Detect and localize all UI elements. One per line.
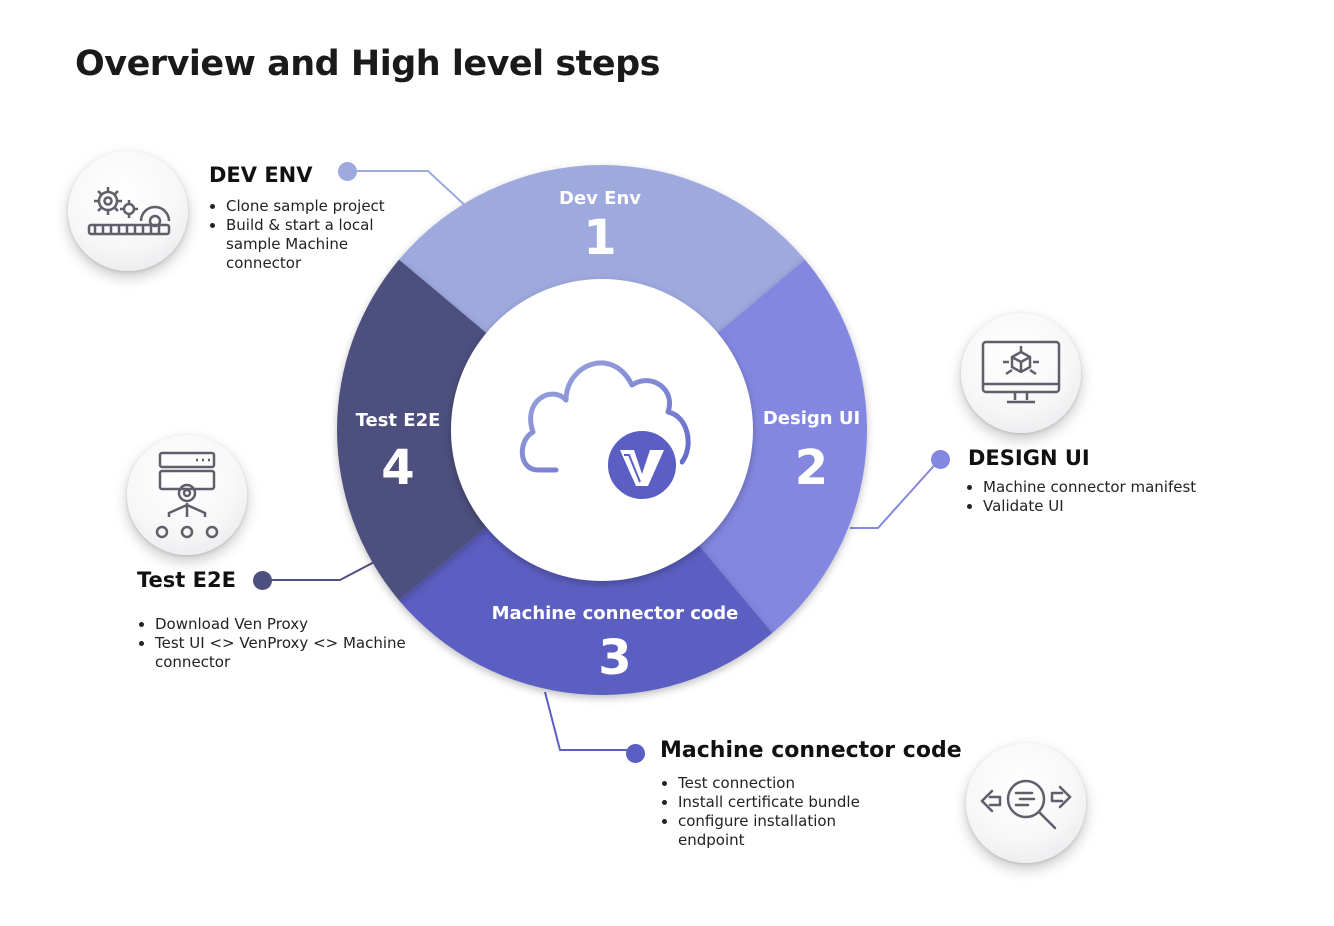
design-ui-bullets: Machine connector manifest Validate UI — [964, 478, 1243, 516]
segment-label-1: Dev Env — [559, 188, 641, 209]
code-dot — [626, 744, 645, 763]
gears-conveyor-icon — [87, 187, 171, 236]
list-item: Build & start a local sample Machine con… — [226, 216, 406, 273]
list-item: Machine connector manifest — [983, 478, 1243, 497]
wheel-segment-1 — [398, 165, 806, 334]
dev-env-bullets: Clone sample project Build & start a loc… — [207, 197, 406, 273]
segment-number-1: 1 — [583, 210, 617, 266]
list-item: Install certificate bundle — [678, 793, 888, 812]
list-item: Validate UI — [983, 497, 1243, 516]
code-icon-badge — [966, 743, 1086, 863]
test-e2e-dot — [253, 571, 272, 590]
code-heading: Machine connector code — [660, 738, 962, 763]
wheel-segment-3 — [398, 526, 773, 695]
segment-label-3: Machine connector code — [491, 603, 739, 624]
monitor-cube-icon — [981, 340, 1061, 404]
wheel-segment-2 — [698, 259, 867, 634]
design-ui-icon-badge — [961, 313, 1081, 433]
test-e2e-bullets: Download Ven Proxy Test UI <> VenProxy <… — [136, 615, 425, 672]
connector-design-ui — [850, 458, 941, 529]
dev-env-dot — [338, 162, 357, 181]
dev-env-icon-badge — [68, 151, 188, 271]
dev-env-heading: DEV ENV — [209, 163, 313, 187]
search-arrows-icon — [980, 779, 1072, 830]
segment-number-3: 3 — [598, 630, 632, 686]
list-item: Test connection — [678, 774, 888, 793]
connector-dev-env — [347, 170, 471, 211]
wheel-segment-4 — [336, 259, 488, 601]
server-network-icon — [155, 451, 219, 539]
segment-label-2: Design UI — [762, 408, 861, 429]
segment-label-4: Test E2E — [355, 410, 441, 431]
center-hub — [451, 279, 753, 581]
segment-number-2: 2 — [794, 440, 829, 496]
v-logo-icon — [604, 427, 680, 503]
list-item: configure installation endpoint — [678, 812, 888, 850]
test-e2e-heading: Test E2E — [137, 568, 236, 592]
list-item: Clone sample project — [226, 197, 406, 216]
list-item: Download Ven Proxy — [155, 615, 425, 634]
design-ui-dot — [931, 450, 950, 469]
page-title: Overview and High level steps — [75, 44, 661, 84]
connector-code — [544, 691, 635, 751]
list-item: Test UI <> VenProxy <> Machine connector — [155, 634, 425, 672]
cloud-icon — [519, 360, 691, 473]
design-ui-heading: DESIGN UI — [968, 446, 1090, 470]
code-bullets: Test connection Install certificate bund… — [659, 774, 888, 850]
test-e2e-icon-badge — [127, 435, 247, 555]
connector-test-e2e — [263, 559, 379, 581]
segment-number-4: 4 — [381, 440, 415, 496]
